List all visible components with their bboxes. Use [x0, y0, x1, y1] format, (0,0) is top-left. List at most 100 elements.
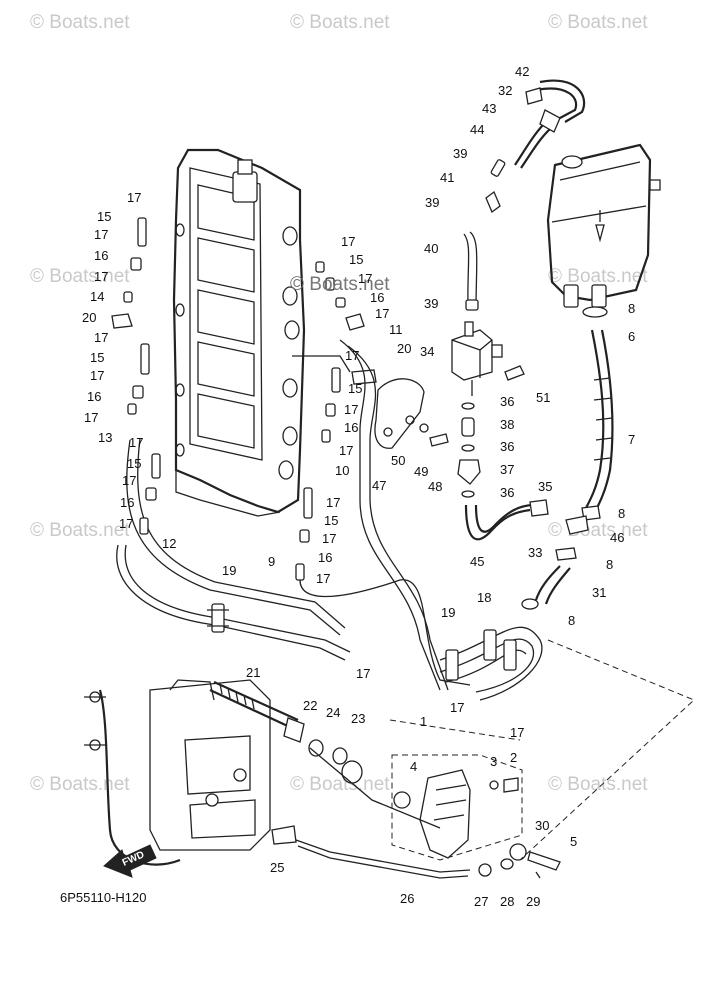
callout-number: 20: [82, 310, 96, 325]
callout-number: 43: [482, 101, 496, 116]
callout-number: 48: [428, 479, 442, 494]
callout-number: 13: [98, 430, 112, 445]
hose-45: [464, 499, 549, 541]
callout-number: 36: [500, 394, 514, 409]
callout-number: 17: [510, 725, 524, 740]
callout-number: 6: [628, 329, 635, 344]
watermark-text: © Boats.net: [548, 266, 648, 287]
watermark-text: © Boats.net: [30, 774, 130, 795]
callout-number: 25: [270, 860, 284, 875]
callout-number: 17: [322, 531, 336, 546]
callout-number: 17: [122, 473, 136, 488]
callout-number: 11: [389, 322, 403, 337]
callout-number: 19: [222, 563, 236, 578]
callout-number: 17: [375, 306, 389, 321]
diagram-code: 6P55110-H120: [60, 890, 147, 905]
callout-number: 15: [349, 252, 363, 267]
callout-number: 27: [474, 894, 488, 909]
callout-number: 8: [568, 613, 575, 628]
callout-number: 10: [335, 463, 349, 478]
callout-number: 15: [90, 350, 104, 365]
callout-number: 21: [246, 665, 260, 680]
callout-number: 4: [410, 759, 417, 774]
callout-number: 47: [372, 478, 386, 493]
oil-hose-7: [521, 306, 614, 610]
callout-number: 37: [500, 462, 514, 477]
callout-number: 17: [356, 666, 370, 681]
vent-hose-top: [463, 79, 586, 311]
callout-number: 40: [424, 241, 438, 256]
drive-shaft-21: [209, 680, 441, 829]
watermark-text: © Boats.net: [548, 774, 648, 795]
callout-number: 17: [358, 271, 372, 286]
fuel-pump-assembly: [391, 754, 523, 861]
callout-number: 1: [420, 714, 427, 729]
callout-number: 24: [326, 705, 340, 720]
callout-number: 16: [120, 495, 134, 510]
callout-number: 29: [526, 894, 540, 909]
callout-number: 17: [341, 234, 355, 249]
callout-number: 34: [420, 344, 434, 359]
callout-number: 8: [618, 506, 625, 521]
callout-number: 17: [345, 348, 359, 363]
callout-number: 38: [500, 417, 514, 432]
watermark-layer: © Boats.net © Boats.net © Boats.net © Boats…: [30, 12, 648, 795]
callout-number: 16: [318, 550, 332, 565]
callout-number: 30: [535, 818, 549, 833]
callout-number: 16: [344, 420, 358, 435]
callout-number: 17: [84, 410, 98, 425]
callout-number: 14: [90, 289, 104, 304]
watermark-text: © Boats.net: [548, 520, 648, 541]
callout-number: 26: [400, 891, 414, 906]
lower-case: [84, 679, 271, 866]
callout-number: 17: [339, 443, 353, 458]
callout-number: 17: [316, 571, 330, 586]
callout-number: 46: [610, 530, 624, 545]
filter-stack: [457, 402, 481, 498]
callout-number: 44: [470, 122, 484, 137]
watermark-text: © Boats.net: [290, 12, 390, 33]
callout-number: 17: [94, 269, 108, 284]
callout-number: 23: [351, 711, 365, 726]
hose-bundle-18: [439, 626, 543, 701]
callout-number: 49: [414, 464, 428, 479]
center-watermark: © Boats.net: [290, 274, 390, 295]
callout-number: 15: [127, 456, 141, 471]
watermark-text: © Boats.net: [290, 774, 390, 795]
callout-number: 36: [500, 485, 514, 500]
center-fittings: [295, 261, 377, 581]
cylinder-block: [172, 148, 306, 517]
callout-number: 19: [441, 605, 455, 620]
callout-number: 12: [162, 536, 176, 551]
watermark-text: © Boats.net: [30, 520, 130, 541]
callout-number: 51: [536, 390, 550, 405]
callout-number: 35: [538, 479, 552, 494]
callout-number: 17: [326, 495, 340, 510]
callout-number: 20: [397, 341, 411, 356]
callout-number: 9: [268, 554, 275, 569]
bracket-47: [374, 378, 449, 449]
callout-number: 42: [515, 64, 529, 79]
callout-number: 17: [129, 435, 143, 450]
callout-number: 3: [490, 754, 497, 769]
vapor-separator: [451, 321, 525, 396]
left-hoses: [116, 437, 351, 661]
callout-number: 17: [127, 190, 141, 205]
callout-number: 33: [528, 545, 542, 560]
callout-number: 31: [592, 585, 606, 600]
callout-number: 17: [90, 368, 104, 383]
oil-tank: [546, 143, 661, 308]
watermark-text: © Boats.net: [30, 12, 130, 33]
callout-number: 18: [477, 590, 491, 605]
callout-number: 39: [424, 296, 438, 311]
callout-number: 17: [119, 516, 133, 531]
callout-number: 17: [94, 330, 108, 345]
callout-number: 2: [510, 750, 517, 765]
callout-number: 17: [344, 402, 358, 417]
callout-number: 41: [440, 170, 454, 185]
callout-number: 17: [94, 227, 108, 242]
callout-number: 39: [453, 146, 467, 161]
callout-number: 17: [450, 700, 464, 715]
